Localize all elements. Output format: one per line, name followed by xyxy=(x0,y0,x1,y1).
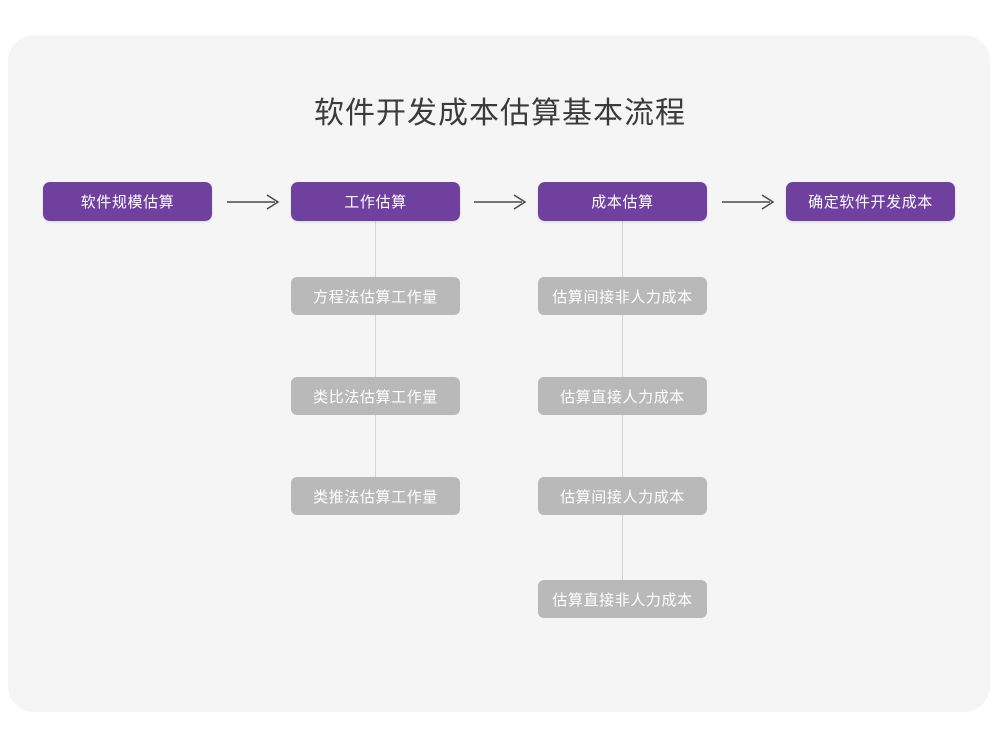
connector-line-effort-branch xyxy=(375,221,377,477)
arrow-right-icon-2 xyxy=(473,192,529,212)
sub-node-indirect-labor-cost[interactable]: 估算间接人力成本 xyxy=(538,477,707,515)
flow-node-software-scale-estimation[interactable]: 软件规模估算 xyxy=(43,182,212,221)
sub-node-direct-nonlabor-cost[interactable]: 估算直接非人力成本 xyxy=(538,580,707,618)
sub-node-direct-labor-cost[interactable]: 估算直接人力成本 xyxy=(538,377,707,415)
sub-node-inference-method-effort[interactable]: 类推法估算工作量 xyxy=(291,477,460,515)
page-title: 软件开发成本估算基本流程 xyxy=(314,97,686,130)
arrow-right-icon-1 xyxy=(226,192,282,212)
flow-node-determine-development-cost[interactable]: 确定软件开发成本 xyxy=(786,182,955,221)
flow-node-cost-estimation[interactable]: 成本估算 xyxy=(538,182,707,221)
flow-node-effort-estimation[interactable]: 工作估算 xyxy=(291,182,460,221)
arrow-right-icon-3 xyxy=(721,192,777,212)
sub-node-equation-method-effort[interactable]: 方程法估算工作量 xyxy=(291,277,460,315)
sub-node-indirect-nonlabor-cost[interactable]: 估算间接非人力成本 xyxy=(538,277,707,315)
sub-node-analogy-method-effort[interactable]: 类比法估算工作量 xyxy=(291,377,460,415)
diagram-card xyxy=(8,35,990,712)
